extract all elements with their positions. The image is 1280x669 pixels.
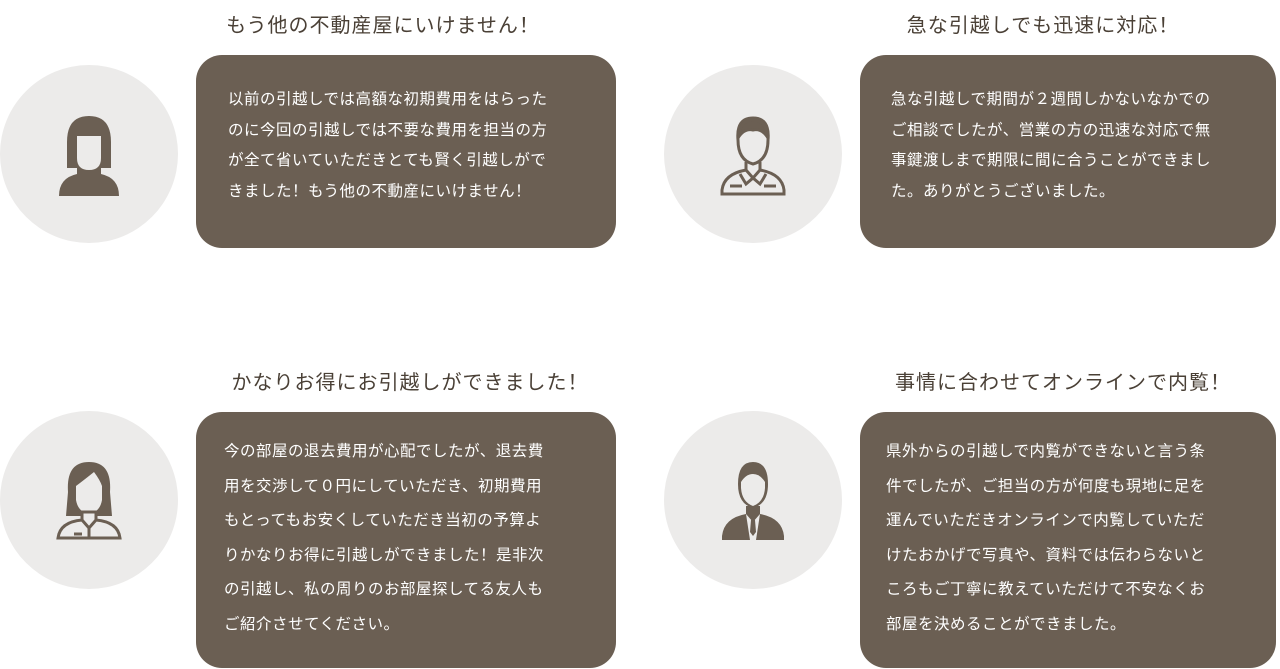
woman-long-hair-icon	[56, 462, 122, 540]
avatar	[0, 65, 178, 243]
testimonial-bubble: 今の部屋の退去費用が心配でしたが、退去費 用を交渉して０円にしていただき、初期費…	[196, 412, 616, 668]
woman-short-hair-icon	[59, 116, 119, 196]
testimonial-text: 県外からの引越しで内覧ができないと言う条 件でしたが、ご担当の方が何度も現地に足…	[886, 442, 1206, 633]
testimonial-title: 急な引越しでも迅速に対応！	[906, 13, 1180, 37]
avatar	[0, 411, 178, 589]
testimonial-bubble: 以前の引越しでは高額な初期費用をはらった のに今回の引越しでは不要な費用を担当の…	[196, 55, 616, 248]
man-suit-tie-icon	[722, 462, 784, 540]
testimonial-title: もう他の不動産屋にいけません！	[226, 13, 540, 37]
testimonial-title: かなりお得にお引越しができました！	[231, 370, 589, 394]
avatar	[664, 65, 842, 243]
avatar	[664, 411, 842, 589]
testimonial-bubble: 県外からの引越しで内覧ができないと言う条 件でしたが、ご担当の方が何度も現地に足…	[860, 412, 1276, 668]
testimonial-text: 今の部屋の退去費用が心配でしたが、退去費 用を交渉して０円にしていただき、初期費…	[224, 442, 545, 633]
testimonial-text: 以前の引越しでは高額な初期費用をはらった のに今回の引越しでは不要な費用を担当の…	[228, 90, 548, 200]
testimonial-bubble: 急な引越しで期間が２週間しかないなかでの ご相談でしたが、営業の方の迅速な対応で…	[860, 55, 1276, 248]
man-collar-shirt-icon	[720, 116, 786, 196]
testimonial-text: 急な引越しで期間が２週間しかないなかでの ご相談でしたが、営業の方の迅速な対応で…	[891, 90, 1212, 200]
testimonial-title: 事情に合わせてオンラインで内覧！	[895, 370, 1231, 394]
